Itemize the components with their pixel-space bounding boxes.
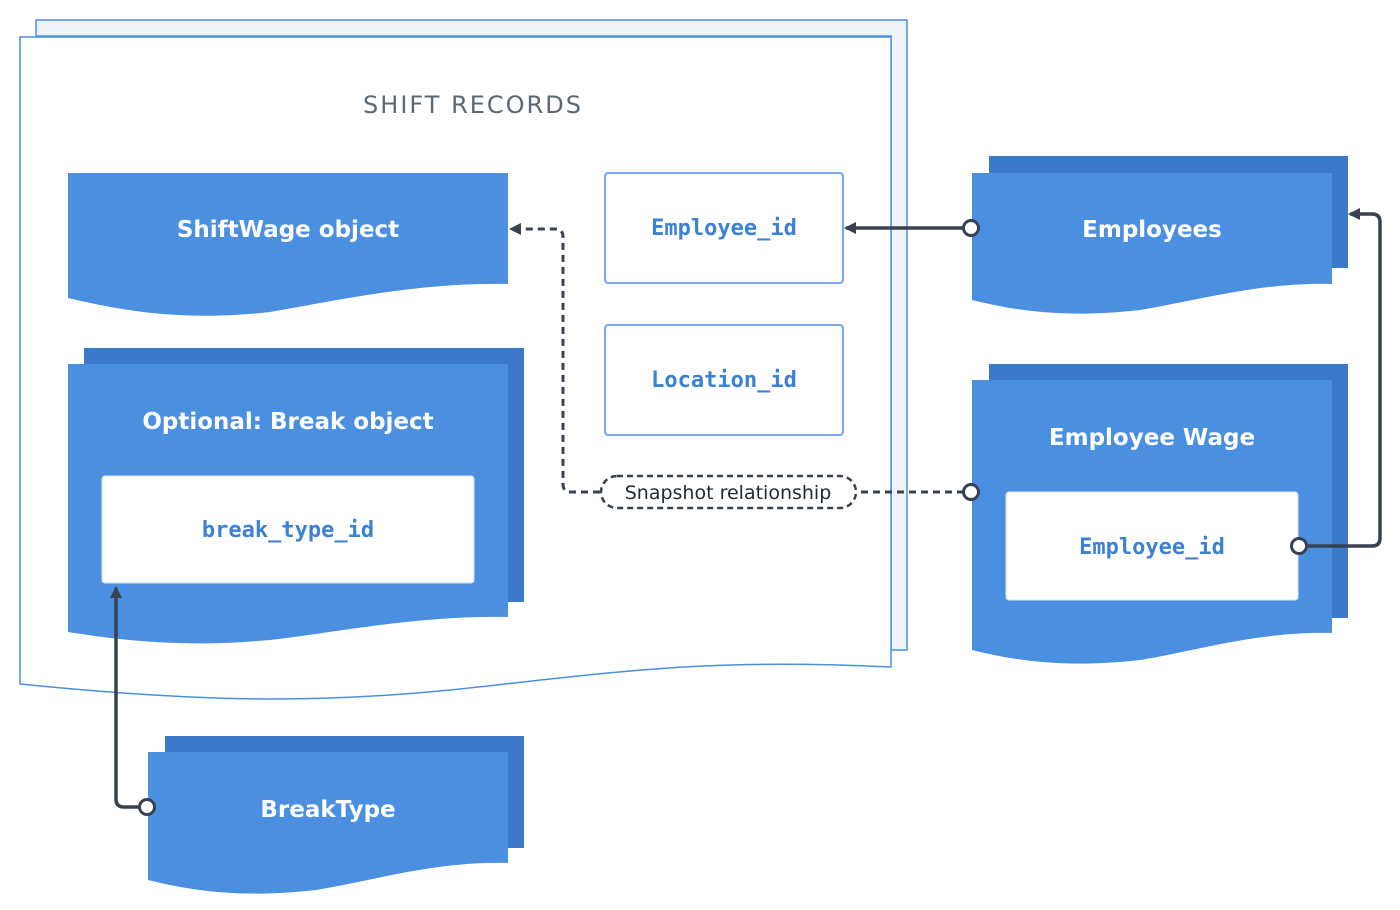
location-id-field[interactable]: Location_id [604,324,844,436]
employees-connector-origin [962,219,980,237]
snapshot-relationship-label: Snapshot relationship [625,482,832,504]
employee-id-field[interactable]: Employee_id [604,172,844,284]
employees-label: Employees [1082,217,1222,243]
employee-wage-label: Employee Wage [1049,425,1255,451]
break-object-label: Optional: Break object [142,409,433,435]
breaktype-to-break-type-id-connector [110,586,156,816]
break-type-id-label: break_type_id [202,518,374,543]
employee-id-label: Employee_id [651,216,797,241]
wage-employee-id-label: Employee_id [1079,535,1225,560]
snapshot-relationship-connector: Snapshot relationship [509,223,980,510]
break-object[interactable]: Optional: Break object break_type_id [68,348,524,644]
snapshot-connector-origin [962,483,980,501]
wage-connector-origin [1290,537,1308,555]
wage-to-employees-connector [1290,208,1382,555]
break-type-id-field[interactable] [101,475,475,584]
breaktype-connector-origin [138,798,156,816]
location-id-label: Location_id [651,368,797,393]
employee-wage-object[interactable]: Employee Wage Employee_id [972,364,1348,664]
shiftwage-object-label: ShiftWage object [177,217,399,243]
shift-records-title: SHIFT RECORDS [363,91,583,119]
breaktype-label: BreakType [260,797,395,823]
snapshot-relationship-pill [599,474,858,510]
breaktype-object[interactable]: BreakType [148,736,524,894]
employees-object[interactable]: Employees [972,156,1348,314]
employees-to-employee-id-connector [844,219,980,237]
shiftwage-object[interactable]: ShiftWage object [68,173,508,316]
